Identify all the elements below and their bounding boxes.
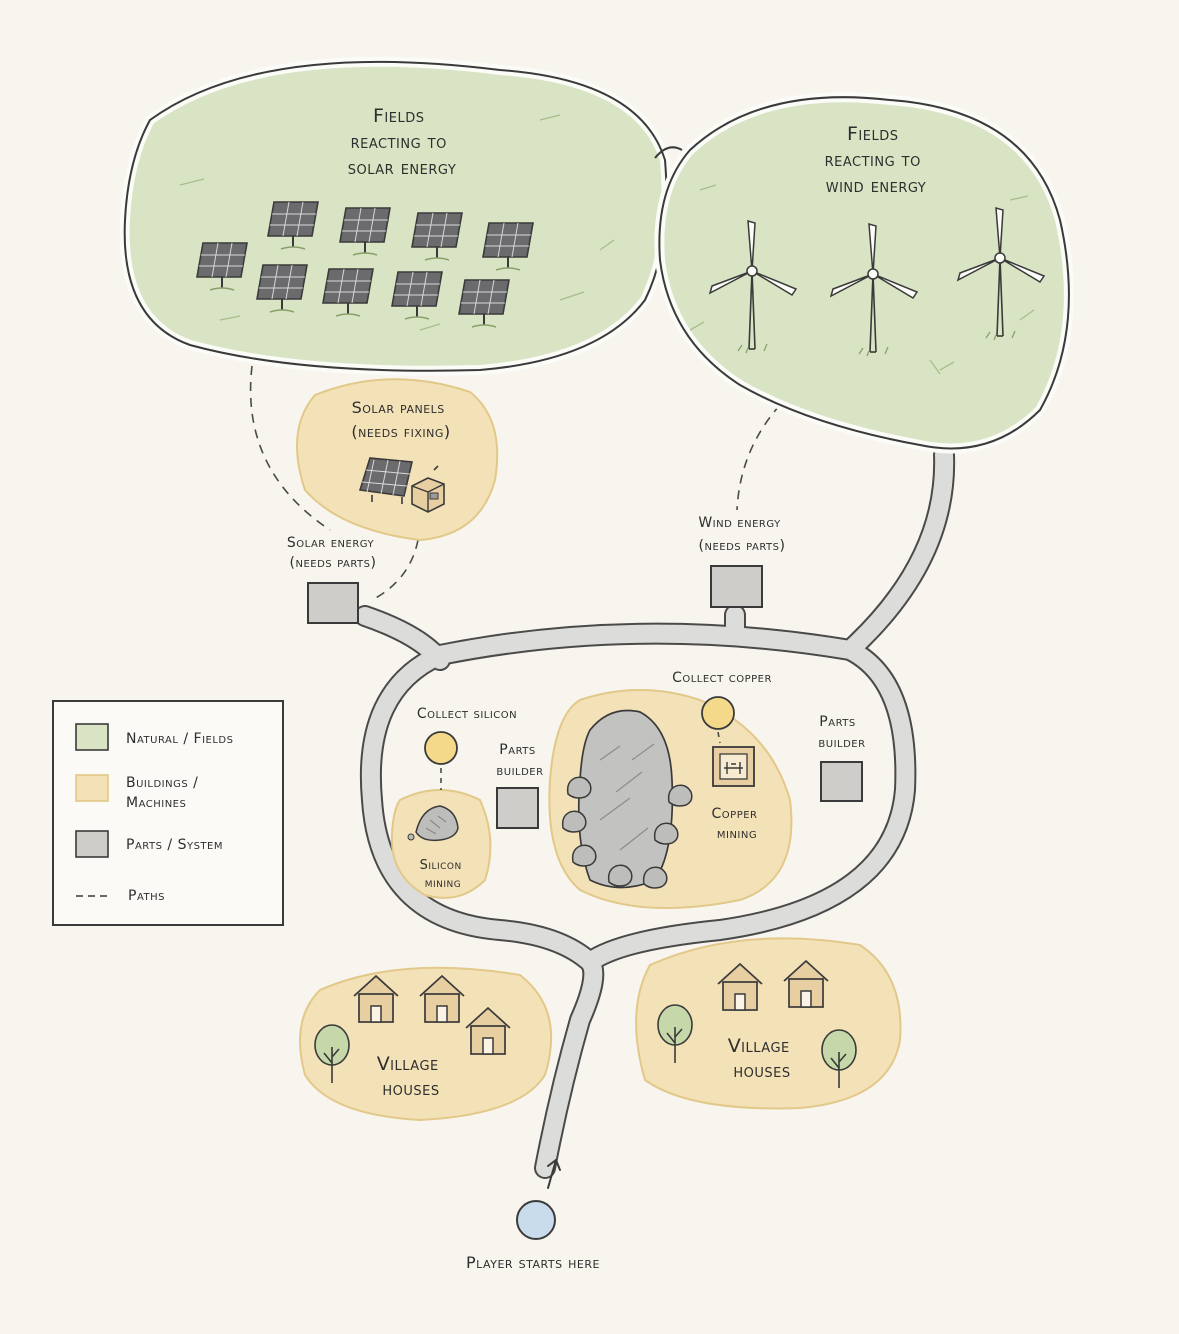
collect-silicon-node[interactable]: Collect silicon (417, 706, 517, 790)
boulder-icon (642, 866, 668, 889)
dashed-path-solar-panels (371, 539, 419, 601)
parts-builder-label: Parts builder (818, 714, 865, 751)
wind-energy-label: Wind energy (needs parts) (698, 515, 785, 554)
parts-box[interactable] (710, 565, 763, 608)
dashed-paths (249, 365, 781, 601)
player-icon[interactable] (516, 1200, 556, 1240)
legend-label: Buildings / Machines (126, 775, 203, 811)
resource-node-icon[interactable] (424, 731, 458, 765)
solar-energy-label: Solar energy (needs parts) (287, 535, 379, 571)
broken-solar-panel-icon (358, 457, 413, 504)
legend-swatch-parts (75, 830, 109, 858)
boulder-icon (566, 776, 592, 799)
wind-fields-label: Fields reacting to wind energy (825, 123, 928, 197)
village-left[interactable]: Village houses (299, 966, 553, 1122)
silicon-mining-label: Silicon mining (420, 858, 467, 891)
legend: Natural / Fields Buildings / Machines Pa… (52, 700, 284, 926)
boulder-icon (667, 784, 693, 807)
parts-box[interactable] (496, 787, 539, 829)
legend-label: Natural / Fields (126, 731, 233, 747)
player-start-label: Player starts here (466, 1253, 600, 1272)
road-network (354, 444, 956, 1189)
silicon-mining-building[interactable]: Silicon mining (390, 789, 492, 899)
copper-mining-building[interactable]: Copper mining (548, 689, 793, 909)
solar-panels-building[interactable]: Solar panels (needs fixing) (296, 378, 499, 542)
parts-box[interactable] (307, 582, 359, 624)
copper-mining-label: Copper mining (712, 806, 763, 842)
dashed-path-wind-fields (736, 404, 781, 511)
parts-box[interactable] (820, 761, 863, 802)
village-houses-label: Village houses (728, 1035, 797, 1082)
solar-fields-label: Fields reacting to solar energy (348, 105, 457, 179)
collect-copper-node[interactable]: Collect copper (672, 670, 772, 744)
boulder-icon (607, 864, 633, 887)
legend-label: Paths (128, 888, 165, 904)
boulder-icon (653, 822, 679, 845)
legend-swatch-buildings (75, 774, 109, 802)
dashed-path-solar-fields (249, 365, 331, 531)
rock-icon (407, 805, 459, 842)
player-start-node[interactable]: Player starts here (466, 1200, 600, 1272)
parts-builder-right[interactable]: Parts builder (818, 714, 865, 802)
machine-icon (712, 746, 755, 787)
boulder-icon (571, 844, 597, 867)
boulder-icon (561, 810, 587, 833)
collect-silicon-label: Collect silicon (417, 706, 517, 722)
collect-copper-label: Collect copper (672, 670, 772, 686)
legend-label: Parts / System (126, 837, 223, 853)
village-houses-label: Village houses (377, 1053, 446, 1100)
solar-energy-node[interactable]: Solar energy (needs parts) (287, 535, 379, 624)
machine-icon (411, 465, 445, 513)
wind-energy-node[interactable]: Wind energy (needs parts) (698, 515, 785, 608)
village-right[interactable]: Village houses (635, 937, 902, 1110)
arrow-icon (547, 1158, 561, 1189)
solar-fields-region: Fields reacting to solar energy (119, 56, 672, 376)
rock-quarry-icon (561, 709, 693, 889)
parts-builder-label: Parts builder (496, 742, 543, 779)
legend-swatch-fields (75, 723, 109, 751)
resource-node-icon[interactable] (701, 696, 735, 730)
solar-panels-label: Solar panels (needs fixing) (351, 398, 450, 441)
parts-builder-left[interactable]: Parts builder (496, 742, 543, 829)
wind-fields-region: Fields reacting to wind energy (654, 92, 1074, 454)
